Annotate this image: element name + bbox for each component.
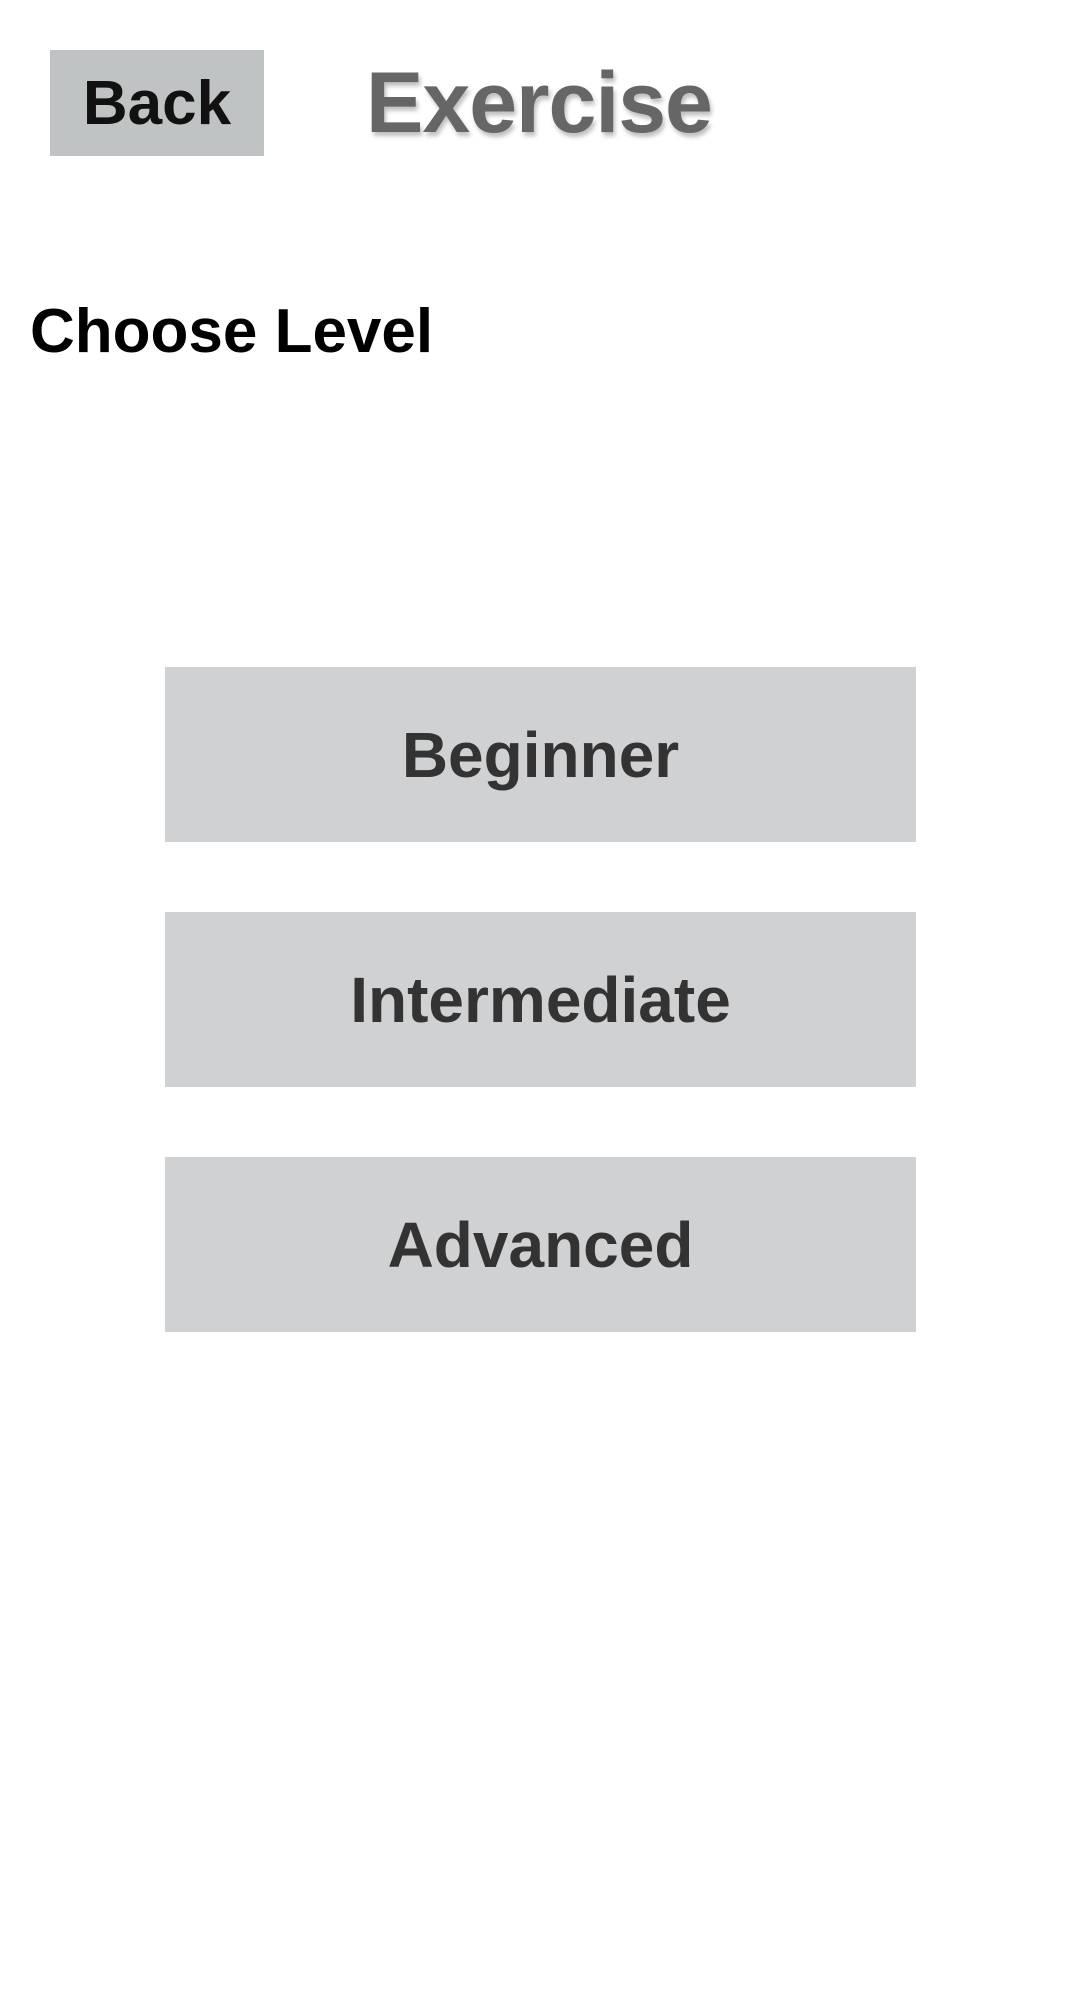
- beginner-button[interactable]: Beginner: [165, 667, 916, 842]
- back-button[interactable]: Back: [50, 50, 264, 156]
- intermediate-button[interactable]: Intermediate: [165, 912, 916, 1087]
- choose-level-label: Choose Level: [30, 297, 434, 366]
- advanced-button[interactable]: Advanced: [165, 1157, 916, 1332]
- page-title: Exercise: [366, 54, 713, 151]
